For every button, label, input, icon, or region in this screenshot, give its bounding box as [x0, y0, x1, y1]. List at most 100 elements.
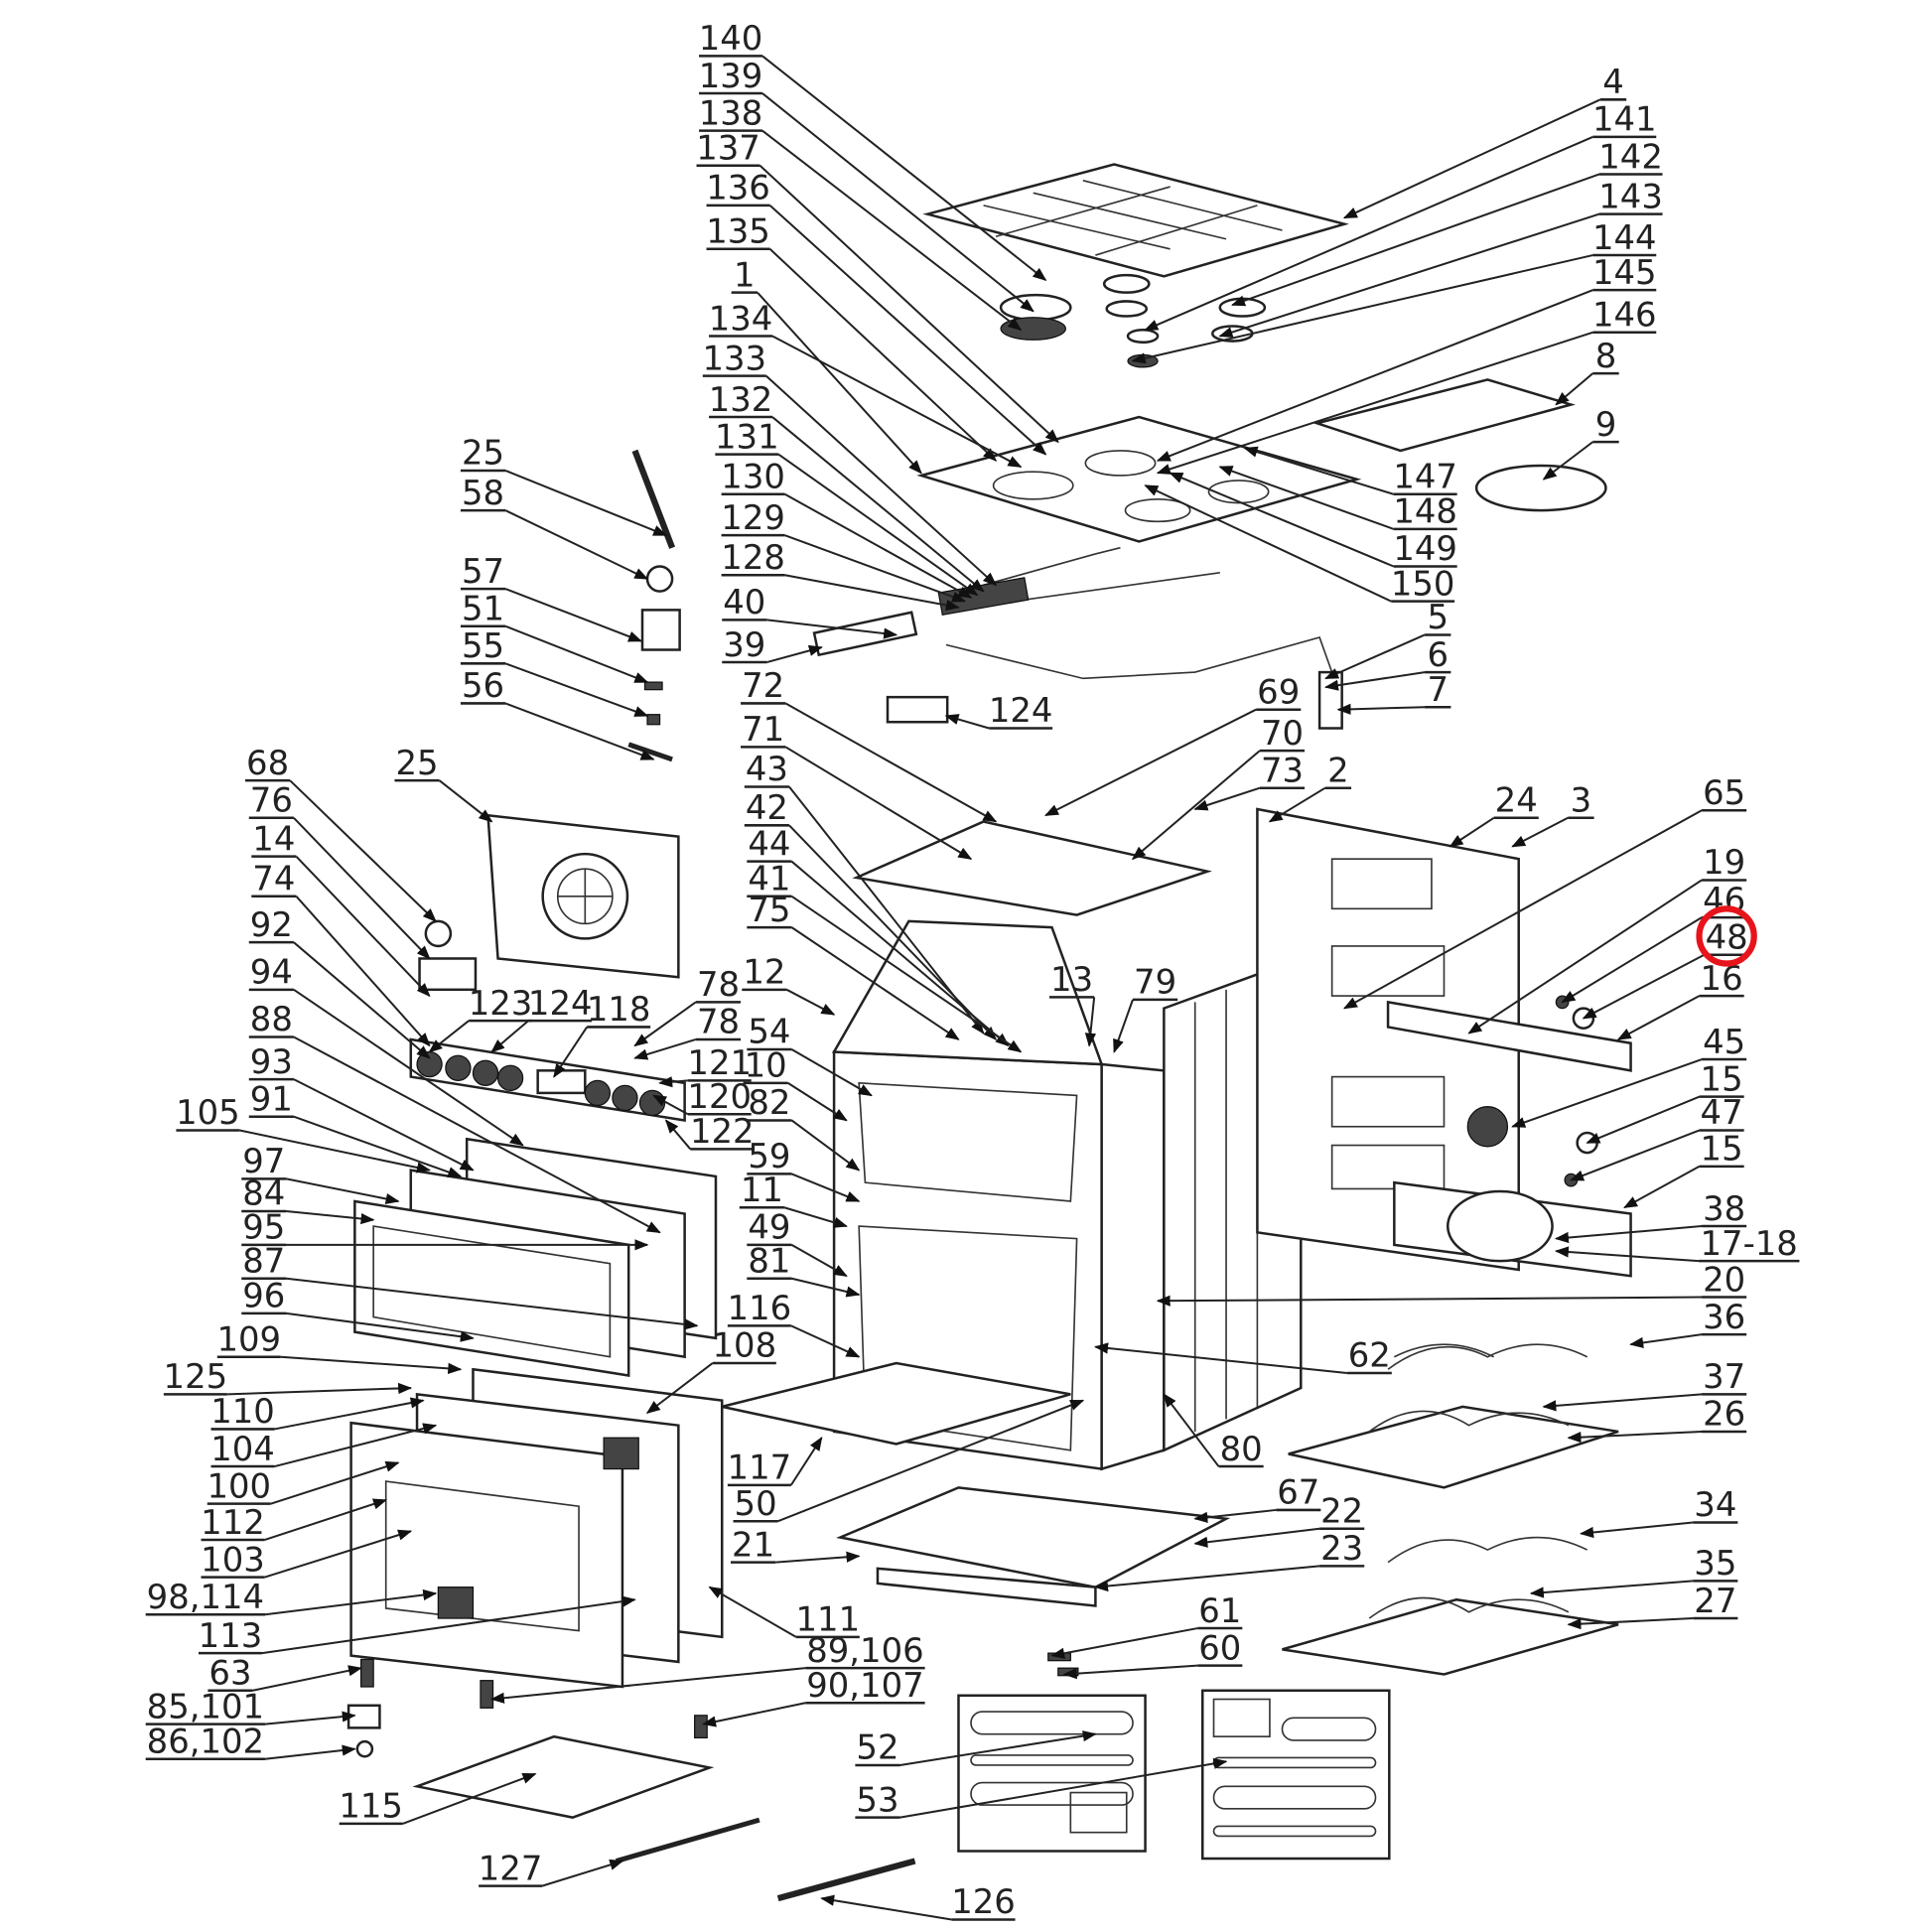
callout-145: 145	[1156, 253, 1657, 462]
callout-65: 65	[1342, 773, 1747, 1010]
callout-85-101: 85,101	[145, 1687, 356, 1725]
callout-number: 2	[1327, 751, 1349, 789]
callout-number: 58	[462, 474, 504, 512]
leader-line	[784, 534, 967, 603]
leader-line	[1156, 1295, 1703, 1307]
control-panel	[409, 919, 686, 1122]
heating-elements	[1282, 1343, 1619, 1676]
callout-number: 150	[1391, 564, 1455, 603]
leader-line	[1131, 254, 1593, 364]
leader-line	[1156, 289, 1593, 462]
callout-81: 81	[747, 1241, 861, 1298]
leader-line	[270, 1460, 400, 1505]
callout-number: 109	[216, 1319, 281, 1358]
callout-number: 90,107	[806, 1666, 923, 1705]
leader-line	[402, 1772, 537, 1825]
callout-number: 35	[1694, 1544, 1736, 1583]
leader-line	[286, 1277, 699, 1330]
leader-line	[761, 129, 1023, 332]
leader-line	[286, 1177, 400, 1205]
callout-109: 109	[216, 1319, 463, 1374]
callout-number: 88	[250, 1000, 293, 1038]
callout-number: 6	[1427, 635, 1449, 674]
callout-number: 80	[1220, 1430, 1263, 1468]
callout-61: 61	[1050, 1591, 1243, 1659]
callout-number: 123	[469, 984, 533, 1023]
callout-86-102: 86,102	[145, 1722, 356, 1760]
callout-number: 129	[721, 498, 785, 537]
leader-line	[791, 1173, 861, 1202]
leader-line	[633, 1038, 697, 1060]
callout-number: 61	[1198, 1591, 1241, 1630]
leader-line	[1218, 466, 1395, 530]
leader-line	[286, 1311, 475, 1342]
callout-14: 14	[251, 819, 431, 998]
callout-38: 38	[1554, 1189, 1747, 1244]
leader-line	[1144, 484, 1392, 603]
leader-line	[1586, 1095, 1700, 1144]
leader-line	[757, 291, 922, 475]
callout-number: 130	[721, 458, 785, 496]
leader-line	[1043, 708, 1257, 817]
callout-3: 3	[1511, 781, 1594, 848]
callout-132: 132	[709, 380, 985, 593]
callout-number: 59	[748, 1137, 790, 1175]
callout-100: 100	[207, 1460, 400, 1505]
callout-58: 58	[460, 474, 649, 580]
callout-number: 50	[735, 1484, 777, 1523]
callout-12: 12	[742, 953, 836, 1016]
leader-line	[759, 165, 1059, 444]
callout-number: 51	[462, 589, 504, 627]
callout-number: 73	[1261, 751, 1304, 789]
callout-number: 72	[742, 666, 784, 705]
callout-78: 78	[633, 965, 742, 1047]
callout-number: 15	[1701, 1130, 1743, 1169]
callout-9: 9	[1542, 405, 1619, 481]
callout-number: 136	[706, 169, 770, 207]
callout-16: 16	[1616, 959, 1744, 1040]
bottom-tray-base	[876, 1567, 1097, 1607]
leader-line	[1062, 1664, 1198, 1680]
callout-number: 124	[528, 984, 593, 1023]
callout-number: 131	[715, 417, 779, 456]
leader-line	[1094, 1565, 1320, 1592]
callout-number: 126	[951, 1882, 1016, 1921]
callout-number: 52	[856, 1728, 898, 1767]
leader-line	[652, 1094, 689, 1116]
leader-line	[1113, 999, 1134, 1053]
callout-4: 4	[1342, 63, 1627, 219]
callout-135: 135	[706, 212, 998, 462]
back-panel	[1256, 807, 1632, 1278]
leader-line	[766, 619, 898, 639]
callout-number: 71	[742, 710, 784, 749]
callout-number: 118	[587, 990, 651, 1029]
callout-number: 112	[201, 1503, 265, 1542]
leader-line	[1542, 441, 1593, 481]
fan-cover-panel	[486, 813, 680, 979]
leader-line	[784, 492, 973, 599]
callout-54: 54	[747, 1013, 873, 1097]
callout-53: 53	[855, 1757, 1228, 1819]
callout-24: 24	[1449, 781, 1539, 848]
callout-number: 122	[690, 1112, 755, 1151]
callout-number: 62	[1348, 1336, 1391, 1375]
callout-137: 137	[696, 128, 1059, 444]
leader-line	[428, 1020, 470, 1053]
leader-line	[541, 1859, 624, 1887]
callout-133: 133	[702, 339, 998, 587]
leader-line	[789, 1437, 823, 1486]
callout-number: 81	[748, 1241, 790, 1280]
callout-number: 96	[242, 1277, 285, 1315]
callout-142: 142	[1231, 137, 1663, 307]
leader-line	[1342, 98, 1601, 219]
callout-number: 47	[1701, 1093, 1743, 1132]
leader-line	[790, 1243, 848, 1278]
callout-44: 44	[747, 824, 1010, 1047]
callout-88: 88	[248, 1000, 661, 1234]
callout-number: 42	[746, 788, 788, 827]
callout-number: 98,114	[147, 1578, 264, 1616]
leader-line	[771, 416, 985, 593]
callout-number: 76	[250, 781, 293, 820]
callout-number: 82	[748, 1083, 790, 1122]
